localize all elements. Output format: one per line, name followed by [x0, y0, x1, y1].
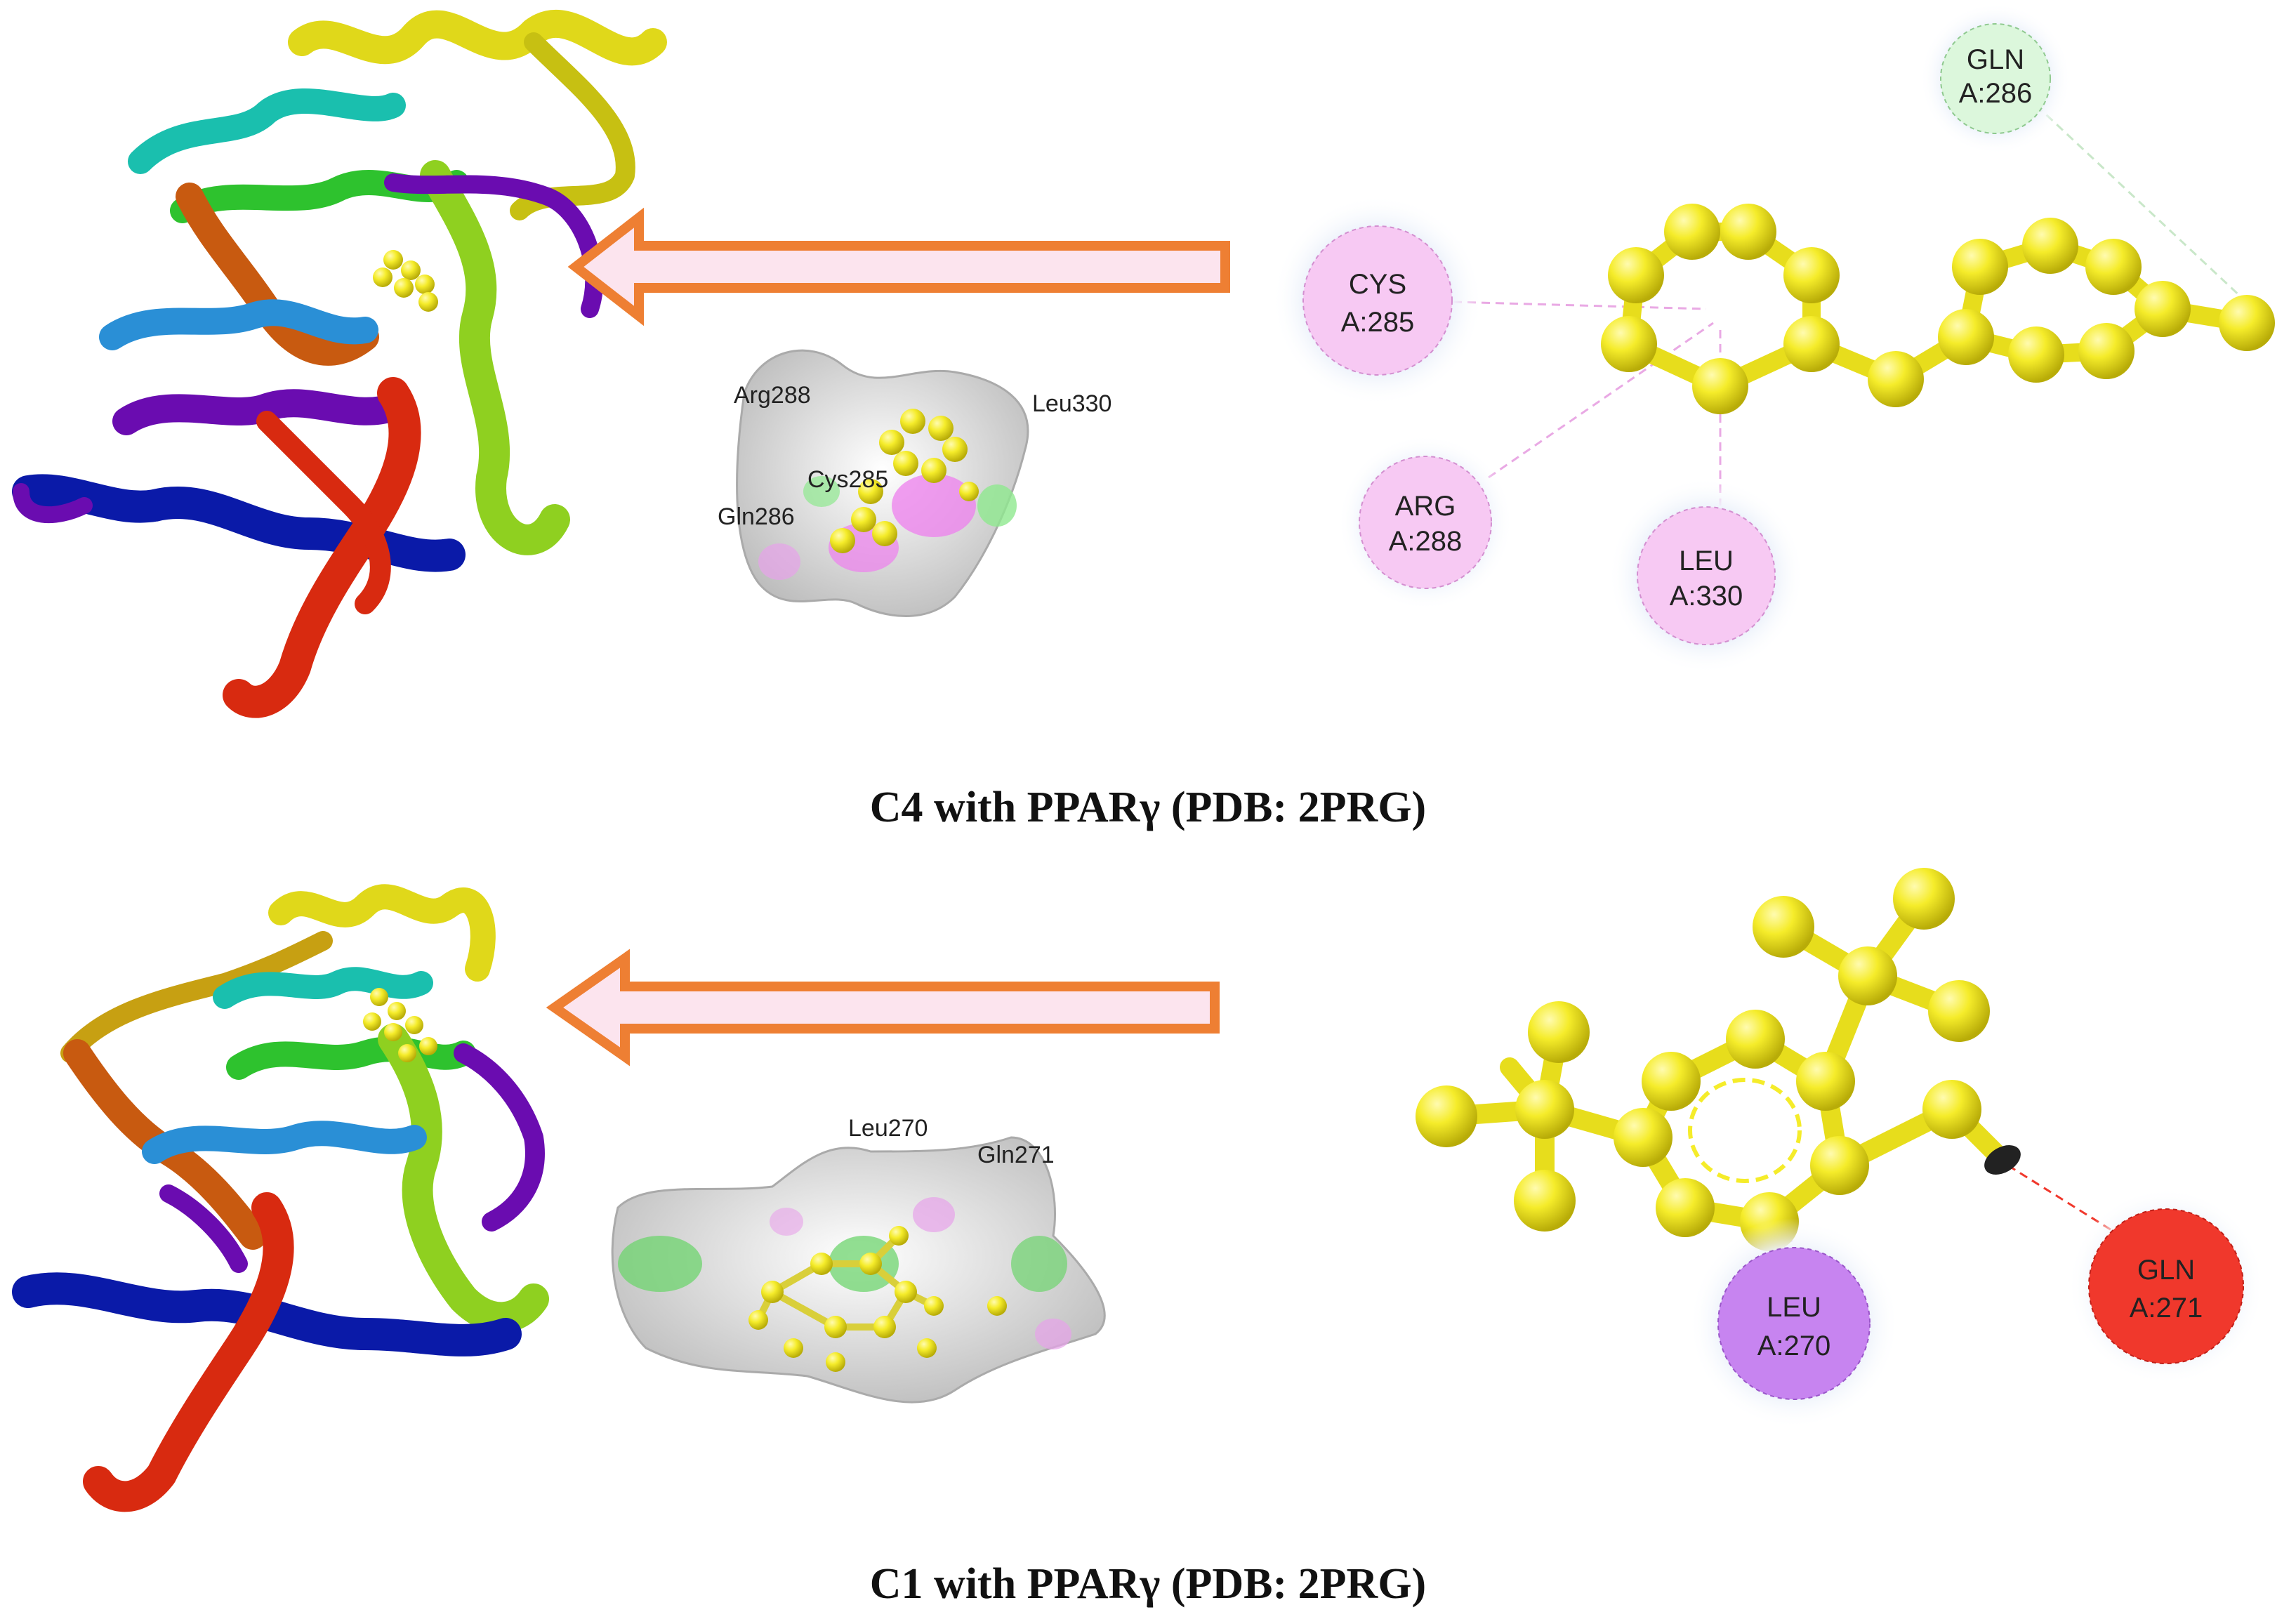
svg-text:A:270: A:270	[1757, 1331, 1831, 1361]
protein-ribbon-icon	[12, 884, 549, 1512]
svg-text:A:285: A:285	[1341, 307, 1415, 338]
pointer-arrow-icon	[567, 207, 1230, 326]
panel-caption: C1 with PPARγ (PDB: 2PRG)	[870, 1560, 1426, 1608]
svg-text:A:286: A:286	[1959, 78, 2033, 109]
interaction-lines	[1453, 104, 2255, 506]
svg-text:LEU: LEU	[1679, 546, 1734, 576]
ligand-in-ribbon-icon	[363, 988, 437, 1062]
svg-text:ARG: ARG	[1395, 491, 1456, 522]
residue-gln-286: GLN A:286	[1920, 3, 2071, 154]
panel-c4: Arg288 Leu330 Cys285 Gln286 GLN A:286 CY…	[12, 3, 2275, 831]
residue-gln-271: GLN A:271	[2068, 1188, 2264, 1385]
panel-caption: C4 with PPARγ (PDB: 2PRG)	[870, 784, 1426, 831]
ligand-in-ribbon-icon	[373, 250, 438, 312]
binding-pocket-icon: Arg288 Leu330 Cys285 Gln286	[718, 349, 1111, 617]
site-label: Leu330	[1032, 390, 1111, 417]
svg-text:GLN: GLN	[2137, 1255, 2195, 1286]
ligand-structure-icon	[1416, 868, 2021, 1251]
binding-pocket-icon: Leu270 Gln271	[611, 1115, 1106, 1404]
residue-leu-270: LEU A:270	[1689, 1218, 1899, 1429]
site-label: Cys285	[807, 466, 888, 493]
site-label: Gln271	[977, 1142, 1055, 1168]
pointer-arrow-icon	[546, 949, 1220, 1067]
ligand-structure-icon	[1601, 204, 2275, 414]
svg-text:GLN: GLN	[1967, 44, 2024, 75]
svg-text:A:271: A:271	[2130, 1293, 2203, 1323]
residue-arg-288: ARG A:288	[1338, 435, 1513, 610]
svg-text:A:288: A:288	[1389, 526, 1463, 557]
residue-cys-285: CYS A:285	[1272, 195, 1483, 406]
svg-text:LEU: LEU	[1767, 1292, 1821, 1323]
protein-ribbon-icon	[12, 10, 667, 718]
site-label: Leu270	[848, 1115, 928, 1142]
site-label: Arg288	[734, 382, 811, 409]
residue-leu-330: LEU A:330	[1608, 477, 1805, 674]
svg-text:CYS: CYS	[1349, 269, 1406, 300]
svg-text:A:330: A:330	[1670, 581, 1743, 612]
panel-c1: Leu270 Gln271	[12, 868, 2264, 1608]
site-label: Gln286	[718, 503, 795, 530]
